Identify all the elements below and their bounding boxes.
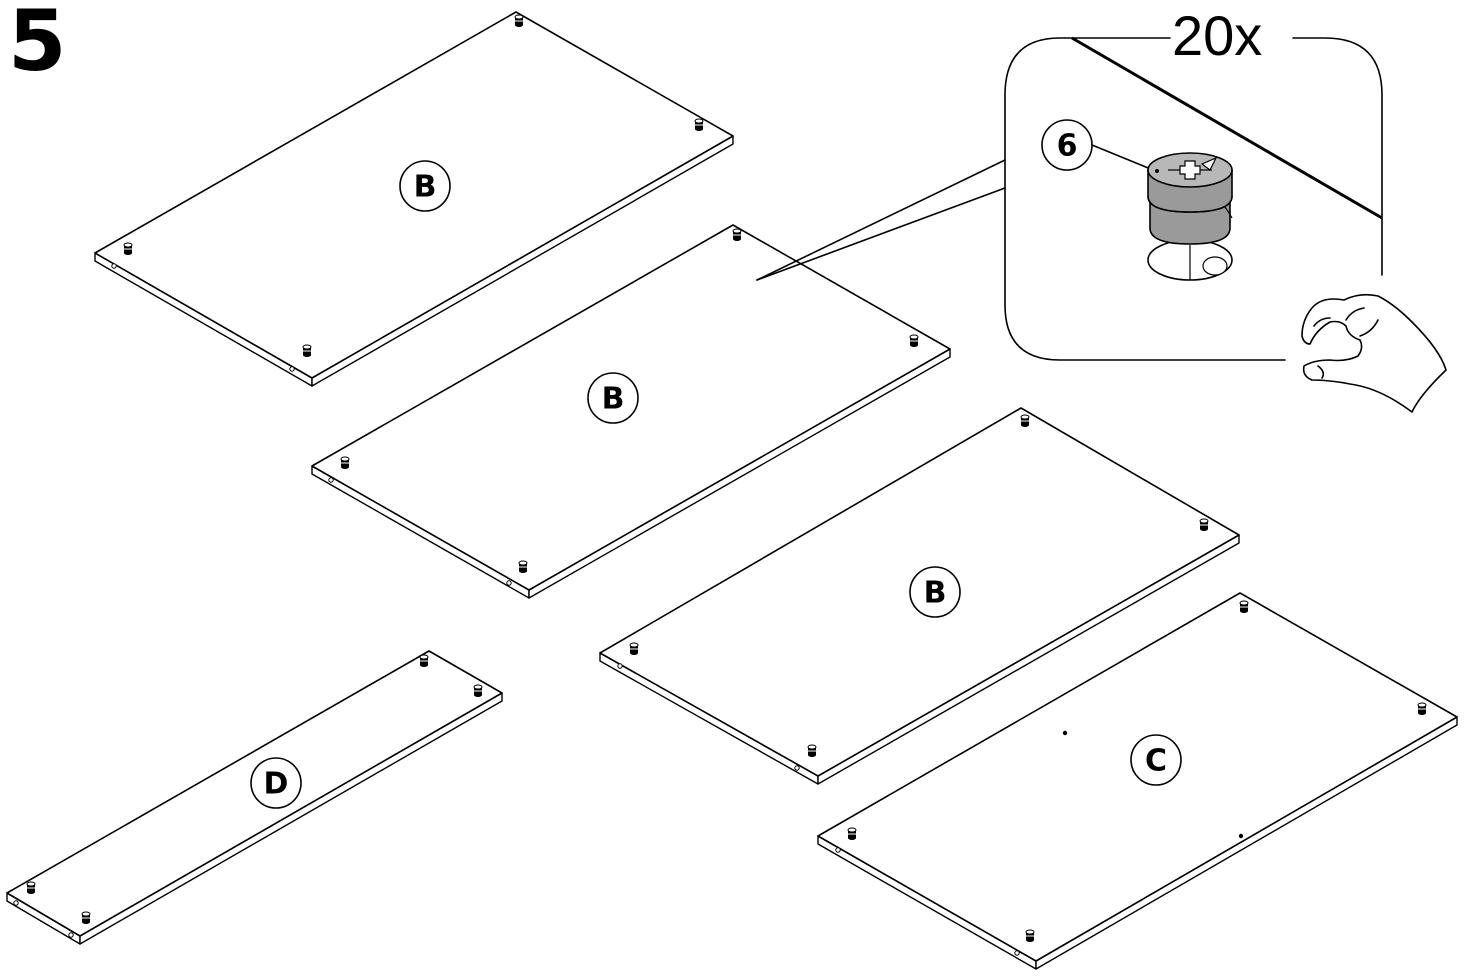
cam-peg-icon xyxy=(694,118,704,131)
cam-peg-icon xyxy=(514,14,524,27)
edge-hole xyxy=(835,847,841,853)
part-number: 6 xyxy=(1057,129,1078,164)
part-6-label: 6 xyxy=(1041,119,1159,173)
cam-peg-icon xyxy=(340,456,350,469)
panel-label-text: C xyxy=(1145,744,1167,779)
panel-label-text: D xyxy=(264,767,289,802)
edge-hole xyxy=(1014,950,1020,956)
cam-peg-icon xyxy=(1020,414,1030,427)
cam-peg-icon xyxy=(1239,600,1249,613)
cam-peg-icon xyxy=(302,344,312,357)
edge-hole xyxy=(328,477,334,483)
quantity-label: 20x xyxy=(1172,4,1262,67)
panel-label: B xyxy=(909,566,961,618)
panel-label-text: B xyxy=(924,576,947,611)
edge-hole xyxy=(68,932,74,938)
panel-d-4: D xyxy=(6,650,503,945)
surface-hole xyxy=(1062,730,1068,736)
edge-hole xyxy=(13,900,19,906)
cam-lock-fitting-icon xyxy=(1147,152,1233,281)
surface-hole xyxy=(1238,833,1244,839)
cam-peg-icon xyxy=(807,744,817,757)
edge-hole xyxy=(794,765,800,771)
cam-peg-icon xyxy=(629,642,639,655)
edge-hole xyxy=(111,263,117,269)
panels-group: B B B C D xyxy=(6,11,1458,970)
cam-peg-icon xyxy=(26,881,36,894)
panel-label-text: B xyxy=(602,382,625,417)
panel-label: B xyxy=(587,372,639,424)
cam-peg-icon xyxy=(1025,929,1035,942)
cam-peg-icon xyxy=(909,334,919,347)
detail-box: 20x xyxy=(1004,4,1383,361)
panel-label-text: B xyxy=(414,170,437,205)
edge-hole xyxy=(289,366,295,372)
panel-label: D xyxy=(250,757,302,809)
panel-c-3: C xyxy=(817,592,1458,970)
cam-peg-icon xyxy=(419,654,429,667)
cam-peg-icon xyxy=(1199,518,1209,531)
cam-peg-icon xyxy=(732,228,742,241)
cam-peg-icon xyxy=(473,684,483,697)
cam-peg-icon xyxy=(81,911,91,924)
panel-b-0: B xyxy=(94,11,734,387)
step-number: 5 xyxy=(8,0,66,90)
panel-b-1: B xyxy=(311,224,951,599)
panel-label: C xyxy=(1130,734,1182,786)
edge-hole xyxy=(506,580,512,586)
panel-label: B xyxy=(399,160,451,212)
cam-peg-icon xyxy=(847,827,857,840)
edge-hole xyxy=(617,663,623,669)
cam-peg-icon xyxy=(123,242,133,255)
hand-holding-icon xyxy=(1301,293,1447,413)
callout-pointer xyxy=(756,159,1006,281)
cam-peg-icon xyxy=(1417,702,1427,715)
panel-b-2: B xyxy=(599,407,1240,785)
cam-peg-icon xyxy=(518,560,528,573)
